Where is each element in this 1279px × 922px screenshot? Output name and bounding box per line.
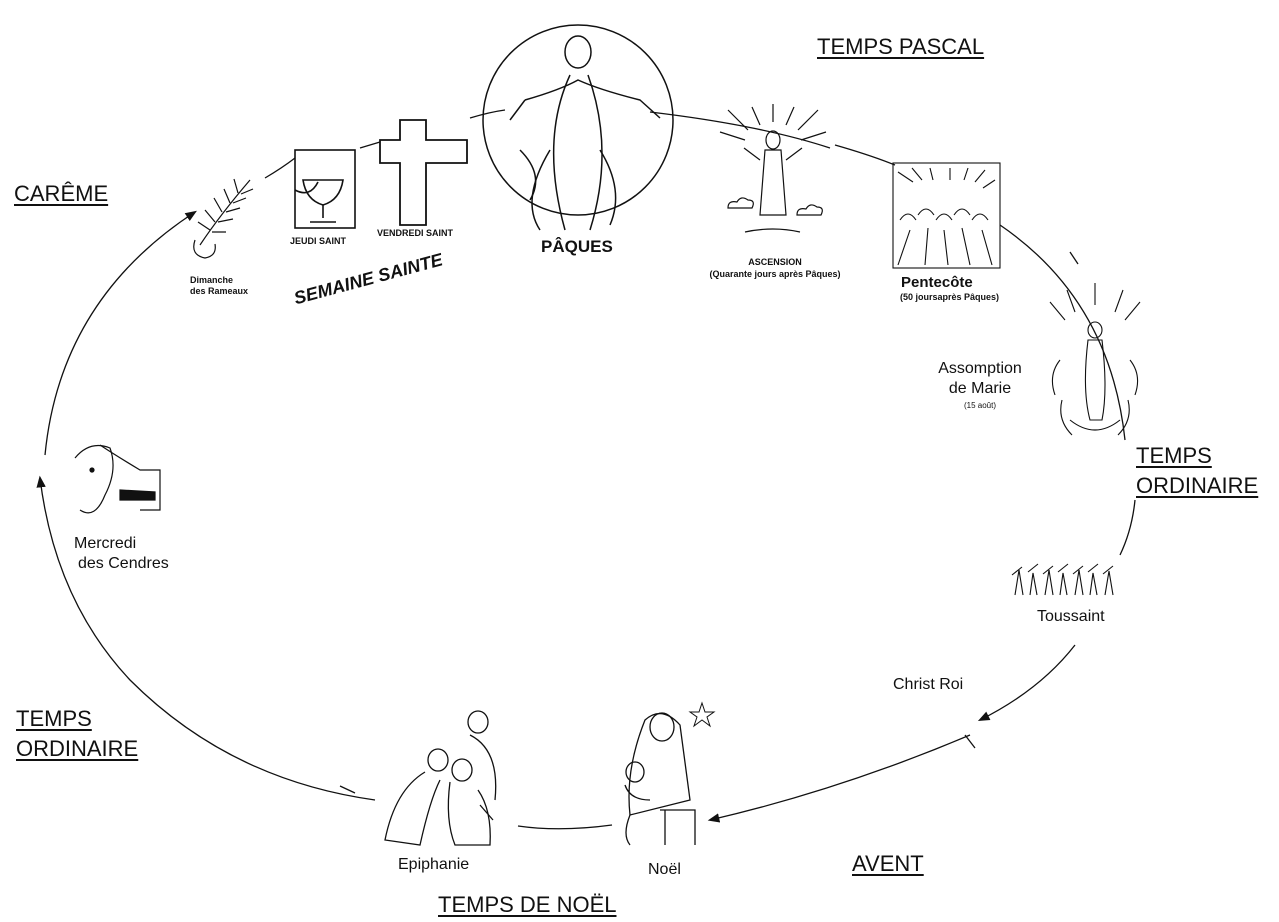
season-temps-ordinaire-right-line2: ORDINAIRE: [1136, 473, 1259, 498]
nativity-icon: [624, 712, 696, 846]
chalice-icon: [294, 149, 356, 229]
feast-ascension: ASCENSION: [748, 257, 802, 267]
magi-icon: [384, 710, 497, 846]
feast-noel: Noël: [648, 861, 681, 878]
cycle-line-epiphanie-to-ordinaire: [36, 475, 376, 801]
season-avent: AVENT: [852, 851, 924, 876]
feast-pentecote: Pentecôte: [901, 274, 973, 291]
feast-dimanche-line1: Dimanche: [190, 275, 234, 285]
cycle-line-ordinaire-to-toussaint: [1119, 499, 1136, 556]
cross-icon: [379, 119, 468, 226]
cycle-line-toussaint-to-christ-roi: [977, 644, 1076, 722]
pentecost-icon: [892, 162, 1001, 269]
cycle-line-jeudi-to-vendredi: [359, 141, 381, 149]
feast-assomption-line1: Assomption: [938, 360, 1022, 377]
feast-toussaint: Toussaint: [1037, 608, 1105, 625]
season-temps-ordinaire-left-line1: TEMPS: [16, 706, 92, 731]
ascension-icon: [719, 104, 827, 233]
feast-dimanche-line2: des Rameaux: [190, 286, 249, 296]
cycle-line-careme: [44, 210, 197, 456]
saints-crowd-icon: [1011, 563, 1114, 596]
season-temps-ordinaire-right-line1: TEMPS: [1136, 443, 1212, 468]
season-temps-pascal: TEMPS PASCAL: [817, 34, 985, 59]
feast-jeudi-saint: JEUDI SAINT: [290, 236, 347, 246]
season-temps-de-noel: TEMPS DE NOËL: [438, 892, 617, 917]
star-icon: [688, 701, 716, 728]
feast-epiphanie: Epiphanie: [398, 856, 470, 873]
cycle-line-to-noel: [707, 734, 971, 823]
feast-assomption-line2: de Marie: [948, 380, 1012, 397]
feast-assomption-note: (15 août): [963, 401, 997, 410]
feast-ascension-note: (Quarante jours après Pâques): [709, 269, 841, 279]
cycle-line-easter-to-ascension: [649, 111, 831, 149]
feast-mercredi-line2: des Cendres: [78, 555, 169, 572]
feast-paques: PÂQUES: [541, 237, 613, 256]
feast-pentecote-note: (50 joursaprès Pâques): [900, 292, 1000, 302]
assumption-icon: [1049, 283, 1141, 436]
cycle-line-ascension-to-pentecost: [834, 144, 896, 166]
cycle-line-noel-to-epiphanie: [517, 824, 613, 830]
ashes-forehead-icon: [74, 444, 161, 514]
season-careme: CARÊME: [14, 181, 109, 206]
cycle-line-vendredi-to-paques: [469, 109, 506, 119]
feast-christ-roi: Christ Roi: [893, 676, 964, 693]
cycle-line-rameaux-to-jeudi: [264, 157, 296, 179]
season-temps-ordinaire-left-line2: ORDINAIRE: [16, 736, 139, 761]
feast-mercredi-line1: Mercredi: [74, 535, 137, 552]
feast-vendredi-saint: VENDREDI SAINT: [377, 228, 454, 238]
cycle-line-pentecost-to-ordinaire: [999, 224, 1126, 441]
risen-christ-icon: [482, 24, 674, 231]
palm-branch-icon: [193, 178, 254, 259]
